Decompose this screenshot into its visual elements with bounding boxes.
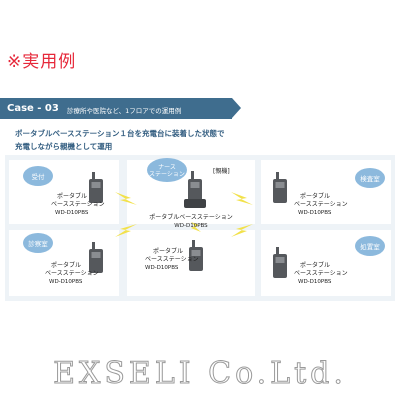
lab-line-3: WD-D10PBS (298, 210, 332, 216)
case-banner (0, 98, 232, 119)
device-treatment-icon (273, 247, 287, 278)
badge-text-treatment: 処置室 (360, 242, 380, 251)
signal-left-bottom (115, 224, 137, 237)
exam-line-1: ポータブル (51, 261, 81, 269)
badge-exam (23, 233, 53, 253)
description-line-1: ポータブルベースステーション１台を充電台に装着した状態で (15, 129, 225, 138)
reception-line-1: ポータブル (57, 192, 87, 200)
treatment-line-1: ポータブル (300, 261, 330, 269)
case-title: Case - 03 (7, 103, 59, 114)
signal-icons (115, 192, 253, 237)
case-subtitle: 診療所や医院など、1フロアでの運用例 (67, 107, 182, 115)
exam-line-2: ベースステーション (45, 270, 99, 277)
treatment-line-3: WD-D10PBS (298, 279, 332, 285)
device-exam-icon (89, 242, 103, 273)
device-reception-icon (89, 172, 103, 203)
badge-lab (355, 168, 385, 188)
signal-right-bottom (231, 224, 253, 237)
ward-line-1: ポータブル (153, 247, 183, 255)
base-station-line-1: ポータブルベースステーション (149, 213, 233, 221)
ward-line-2: ベースステーション (145, 256, 199, 263)
badge-reception (23, 166, 53, 186)
usage-diagram: 受付 診察室 ナース ステーション 検査室 処置室 (5, 155, 395, 301)
base-station-line-2: WD-D10PBS (174, 223, 208, 229)
lab-line-2: ベースステーション (294, 201, 348, 208)
lab-line-1: ポータブル (300, 192, 330, 200)
badge-text-lab: 検査室 (360, 174, 380, 183)
signal-right-top (231, 192, 253, 205)
watermark: EXSELI Co.Ltd. (53, 356, 347, 392)
badge-treatment (355, 236, 385, 256)
badge-text-nurse-2: ステーション (149, 171, 185, 178)
device-lab-icon (273, 172, 287, 203)
parent-label: [親機] (213, 167, 230, 175)
signal-center (191, 222, 201, 232)
badge-text-reception: 受付 (32, 172, 46, 181)
exam-line-3: WD-D10PBS (49, 279, 83, 285)
base-station-charger-icon (184, 171, 206, 208)
device-ward-icon (189, 240, 203, 271)
reception-line-2: ベースステーション (51, 201, 105, 208)
ward-line-3: WD-D10PBS (145, 265, 179, 271)
treatment-line-2: ベースステーション (294, 270, 348, 277)
page-heading: ※実用例 (7, 52, 77, 72)
reception-line-3: WD-D10PBS (55, 210, 89, 216)
badge-nurse-station (147, 158, 187, 182)
badge-text-nurse-1: ナース (158, 164, 176, 171)
case-banner-arrow (232, 98, 241, 118)
signal-left-top (115, 192, 137, 205)
badge-text-exam: 診察室 (28, 239, 48, 248)
description-line-2: 充電しながら親機として運用 (15, 142, 113, 151)
diagram-canvas: 受付 診察室 ナース ステーション 検査室 処置室 (9, 158, 391, 296)
